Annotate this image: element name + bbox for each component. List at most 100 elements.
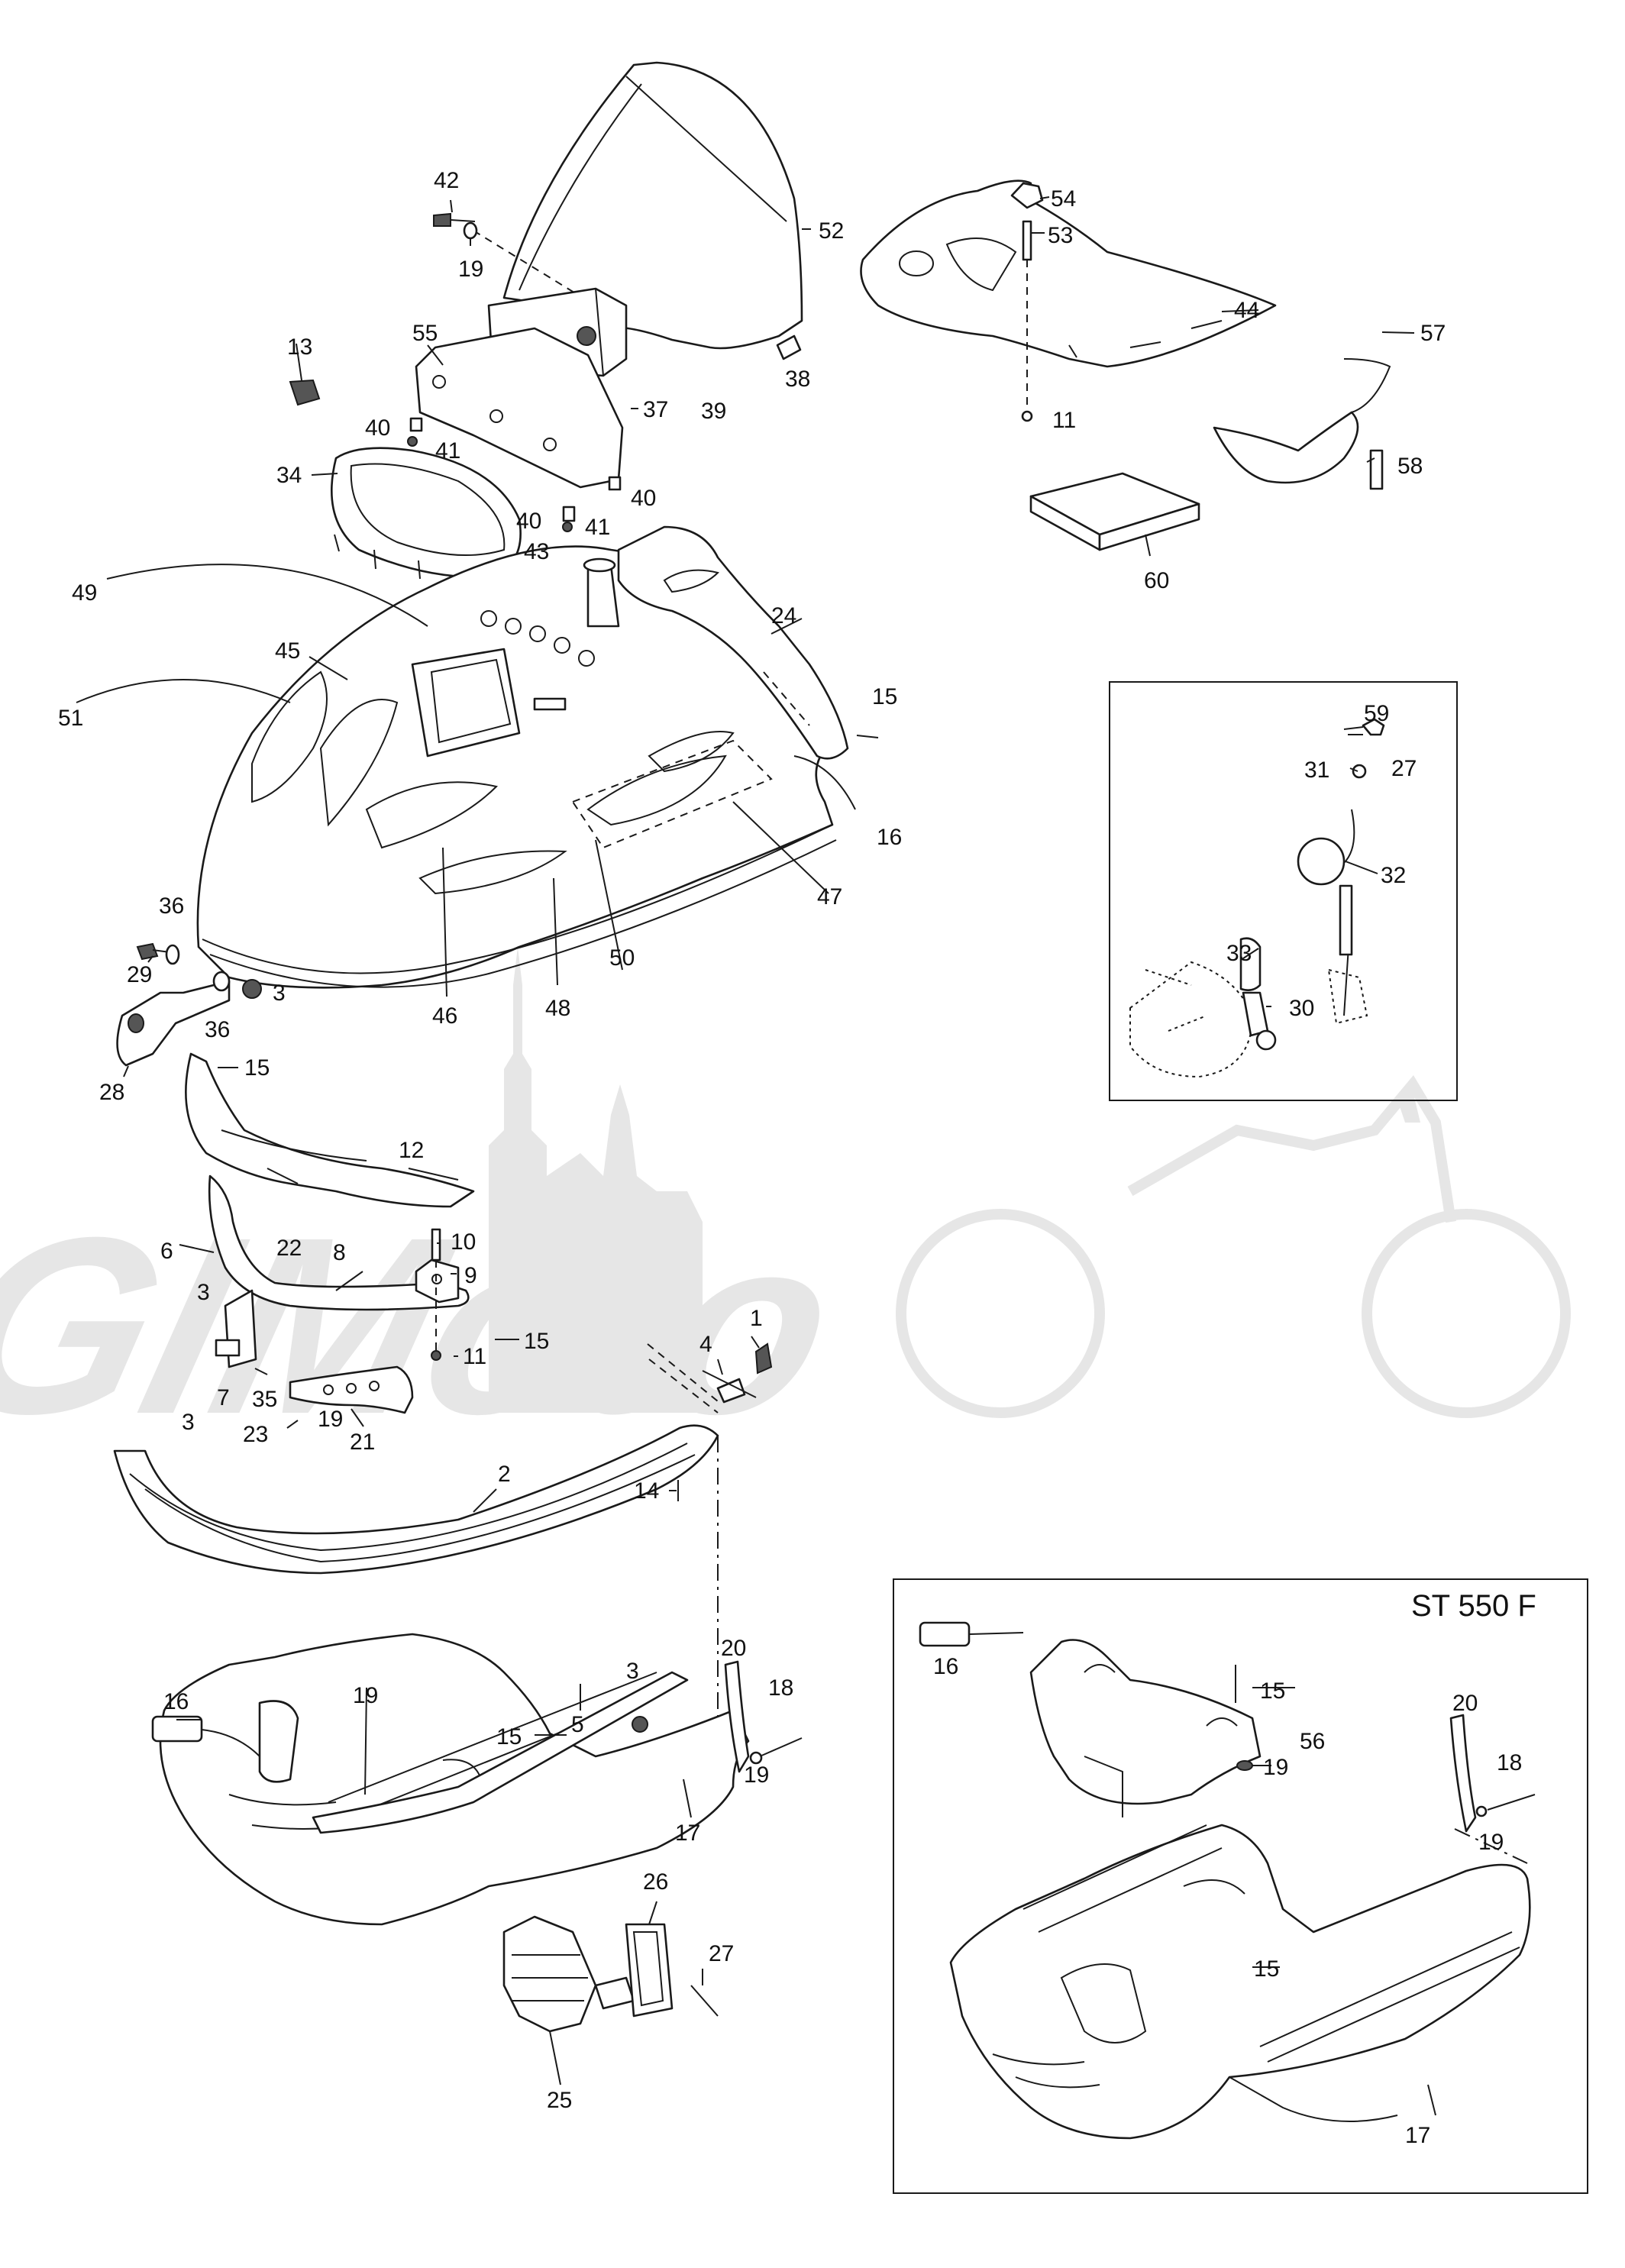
callout-31: 31: [1304, 758, 1329, 783]
callout-7: 7: [217, 1385, 230, 1410]
callout-46: 46: [432, 1003, 457, 1029]
nut-3-mid: [632, 1716, 648, 1733]
callout-44: 44: [1234, 298, 1259, 323]
callout-14: 14: [634, 1478, 659, 1504]
callout-54: 54: [1051, 186, 1076, 212]
callout-11: 11: [1052, 408, 1076, 433]
callout-55: 55: [412, 321, 438, 346]
callout-19: 19: [744, 1762, 769, 1788]
callout-47: 47: [817, 884, 842, 909]
callout-3: 3: [273, 981, 286, 1006]
callout-42: 42: [434, 168, 459, 193]
callout-20: 20: [1452, 1691, 1478, 1716]
panel-44: [860, 179, 1277, 368]
guide-line-1: [647, 1343, 719, 1413]
callout-41: 41: [435, 438, 460, 464]
foam-60: [1029, 472, 1200, 551]
watermark: AGIMoto: [0, 947, 1571, 1467]
console-55: [409, 327, 624, 491]
callout-26: 26: [643, 1869, 668, 1895]
callout-33: 33: [1226, 941, 1252, 966]
rail-5: [312, 1671, 689, 1834]
callout-19: 19: [1478, 1830, 1504, 1855]
rivet-18-main: [749, 1737, 803, 1765]
screw-58: [1369, 449, 1384, 490]
callout-2: 2: [498, 1462, 511, 1487]
callout-38: 38: [785, 367, 810, 392]
callout-43: 43: [524, 539, 549, 564]
callout-3: 3: [197, 1280, 210, 1305]
inset-st550f: ST 550 F: [893, 1578, 1588, 2194]
callout-18: 18: [768, 1675, 793, 1701]
label-16-main: [151, 1715, 203, 1743]
callout-40: 40: [631, 486, 656, 511]
bumper-12: [185, 1052, 475, 1208]
callout-27: 27: [709, 1941, 734, 1966]
clip-13: [289, 379, 321, 406]
callout-15: 15: [1260, 1678, 1285, 1704]
pin-38: [776, 334, 802, 360]
nut-3-top: [242, 979, 262, 999]
callout-16: 16: [877, 825, 902, 850]
rivet-8: [335, 1271, 363, 1291]
callout-24: 24: [771, 603, 796, 628]
callout-22: 22: [276, 1236, 302, 1261]
callout-16: 16: [163, 1689, 189, 1714]
callout-15: 15: [496, 1724, 522, 1749]
leader-lines: [76, 196, 1436, 2116]
bolt-29: [136, 942, 180, 965]
bracket-21: [289, 1365, 414, 1414]
washer-19-top: [463, 221, 478, 240]
callout-19: 19: [458, 257, 483, 282]
callout-10: 10: [451, 1229, 476, 1255]
callout-45: 45: [275, 638, 300, 664]
callout-27: 27: [1391, 756, 1417, 781]
callout-20: 20: [721, 1636, 746, 1661]
callout-15: 15: [244, 1055, 270, 1081]
callout-23: 23: [243, 1422, 268, 1447]
callout-18: 18: [1497, 1750, 1522, 1775]
callout-21: 21: [350, 1430, 375, 1455]
callout-28: 28: [99, 1080, 124, 1105]
callout-40: 40: [516, 509, 541, 534]
callout-11: 11: [463, 1344, 486, 1369]
grommet-39: [577, 326, 596, 346]
callout-51: 51: [58, 706, 83, 731]
bolt-10: [431, 1228, 441, 1361]
callout-5: 5: [571, 1712, 584, 1737]
callout-53: 53: [1048, 223, 1073, 248]
callout-39: 39: [701, 399, 726, 424]
nut-54: [1010, 182, 1044, 209]
callout-50: 50: [609, 945, 635, 971]
trim-57: [1213, 358, 1391, 484]
bracket-20-main: [724, 1660, 750, 1773]
callout-49: 49: [72, 580, 97, 606]
callout-32: 32: [1381, 863, 1406, 888]
bolt-4: [702, 1370, 757, 1404]
callout-9: 9: [464, 1263, 477, 1288]
callout-17: 17: [675, 1821, 700, 1846]
boot-25: [502, 1915, 635, 2033]
callout-12: 12: [399, 1138, 424, 1163]
callout-19: 19: [318, 1407, 343, 1432]
callout-52: 52: [819, 218, 844, 244]
bracket-7-35: [215, 1289, 257, 1368]
pad-34: [331, 447, 522, 580]
bolt-53: [1021, 220, 1033, 422]
inset-caption: ST 550 F: [1411, 1589, 1536, 1623]
callout-37: 37: [643, 397, 668, 422]
callout-17: 17: [1405, 2123, 1430, 2148]
watermark-text: AGIMoto: [0, 1186, 861, 1467]
callout-15: 15: [1254, 1956, 1279, 1982]
callouts: 1 2 3 3 3 3 4 5 6 7 8 9 10 11 11 12 13 1…: [58, 168, 1522, 2148]
callout-15: 15: [524, 1329, 549, 1354]
callout-25: 25: [547, 2088, 572, 2113]
callout-1: 1: [750, 1306, 763, 1331]
callout-36: 36: [159, 893, 184, 919]
callout-59: 59: [1364, 701, 1389, 726]
callout-3: 3: [182, 1410, 195, 1435]
callout-34: 34: [276, 463, 302, 488]
washer-36: [212, 971, 231, 992]
callout-16: 16: [933, 1654, 958, 1679]
